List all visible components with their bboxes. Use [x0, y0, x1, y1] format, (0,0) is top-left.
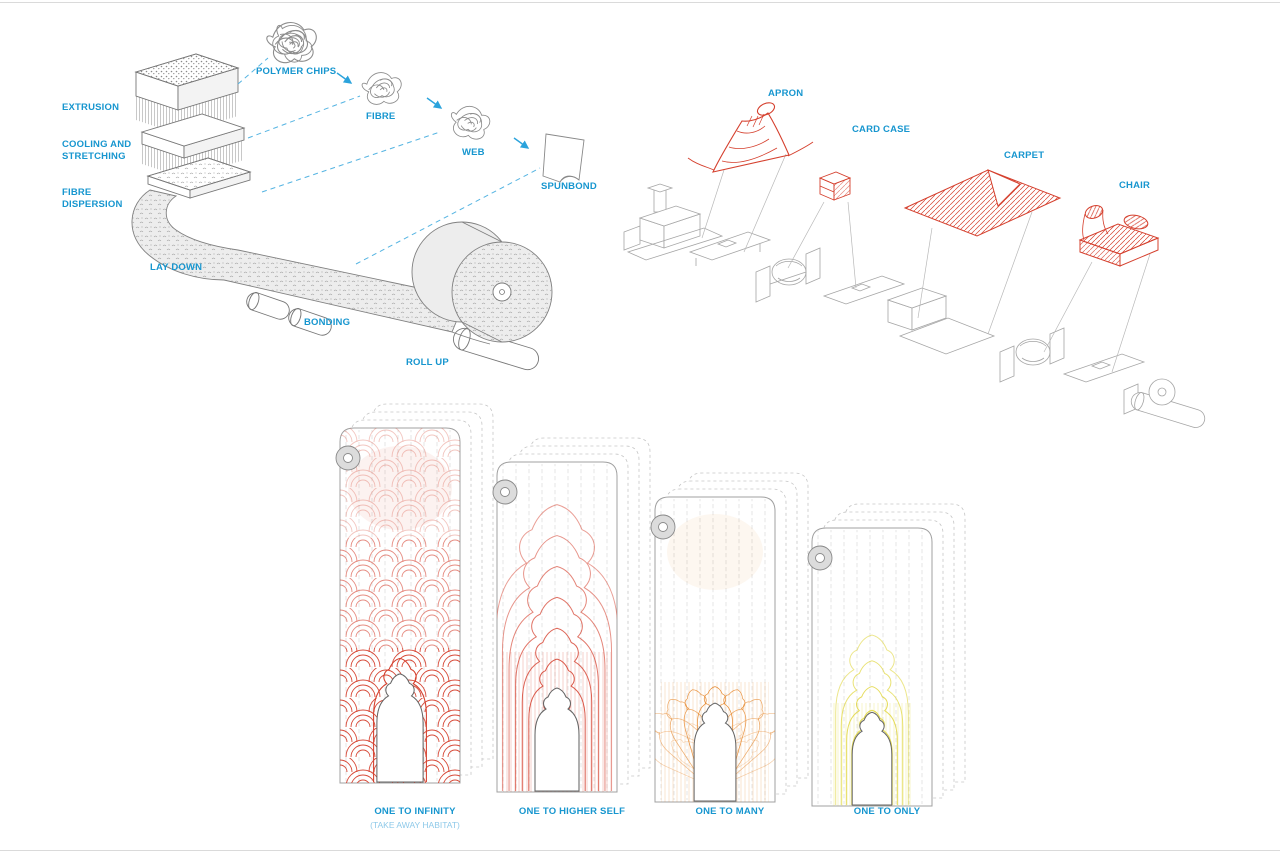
label-fibre-dispersion: FIBRE DISPERSION: [62, 187, 123, 211]
label-chair: CHAIR: [1119, 180, 1151, 191]
panel-roll: [492, 479, 518, 505]
label-bonding: BONDING: [304, 317, 351, 328]
label-cooling-stretching: COOLING AND STRETCHING: [62, 139, 132, 163]
polymer-chips-scribble: [264, 15, 319, 69]
calender-rollers: [246, 292, 332, 336]
spunbond-sheet-icon: [542, 133, 585, 183]
panel-one-to-many: [650, 472, 809, 803]
panel-title: ONE TO INFINITY: [374, 806, 456, 817]
machine-extruder: [623, 183, 724, 261]
machine-roller-2: [999, 327, 1065, 383]
label-polymer-chips: POLYMER CHIPS: [256, 66, 337, 77]
extrusion-stack: [134, 53, 252, 199]
label-one-to-only: ONE TO ONLY: [807, 806, 967, 817]
production-line-machines: [623, 183, 1206, 428]
machine-belt-3: [1062, 353, 1146, 383]
label-spunbond: SPUNBOND: [541, 181, 597, 192]
chair-drawing: [1078, 205, 1160, 267]
panel-roll: [650, 514, 676, 540]
label-roll-up: ROLL UP: [406, 357, 449, 368]
panel-one-to-only: [807, 503, 966, 807]
cooling-plate: [140, 113, 246, 159]
label-one-to-infinity: ONE TO INFINITY (TAKE AWAY HABITAT): [335, 806, 495, 830]
machine-belt-1: [688, 231, 772, 266]
apron-drawing: [687, 102, 814, 173]
panel-title: ONE TO HIGHER SELF: [518, 806, 626, 817]
machine-belt-2: [822, 275, 906, 305]
page-top-rule: [0, 2, 1280, 3]
label-one-to-higher-self: ONE TO HIGHER SELF: [492, 806, 652, 817]
machine-windup: [1123, 378, 1206, 428]
production-line-diagram: [623, 102, 1206, 428]
dashed-guide-lines: [237, 57, 541, 265]
extrusion-hopper: [134, 53, 240, 111]
dispersion-plate: [146, 157, 252, 199]
label-carpet: CARPET: [1004, 150, 1045, 161]
panel-roll: [335, 445, 361, 471]
label-web: WEB: [462, 147, 485, 158]
panel-title: ONE TO MANY: [695, 806, 765, 817]
card-case-drawing: [818, 171, 852, 201]
fibre-curtain-2: [142, 140, 244, 178]
panel-one-to-infinity: [335, 403, 494, 784]
label-fibre: FIBRE: [366, 111, 396, 122]
spunbond-process-diagram: [131, 15, 585, 371]
page-bottom-rule: [0, 850, 1280, 851]
panel-roll: [807, 545, 833, 571]
label-apron: APRON: [768, 88, 804, 99]
panel-one-to-higher-self: [492, 437, 651, 793]
panel-motif-infinity: [340, 428, 460, 783]
machine-roller-1: [755, 247, 821, 303]
label-one-to-many: ONE TO MANY: [650, 806, 810, 817]
panel-title: ONE TO ONLY: [853, 806, 921, 817]
web-scribble: [446, 101, 494, 144]
fibre-scribble: [361, 72, 402, 105]
flow-arrows: [336, 72, 530, 149]
label-card-case: CARD CASE: [852, 124, 911, 135]
product-leader-lines: [701, 153, 1151, 373]
panel-subtitle: (TAKE AWAY HABITAT): [370, 820, 460, 830]
machine-press: [886, 287, 996, 355]
wound-roll: [411, 221, 553, 345]
label-extrusion: EXTRUSION: [62, 102, 120, 113]
label-lay-down: LAY DOWN: [150, 262, 203, 273]
carpet-drawing: [903, 169, 1062, 237]
